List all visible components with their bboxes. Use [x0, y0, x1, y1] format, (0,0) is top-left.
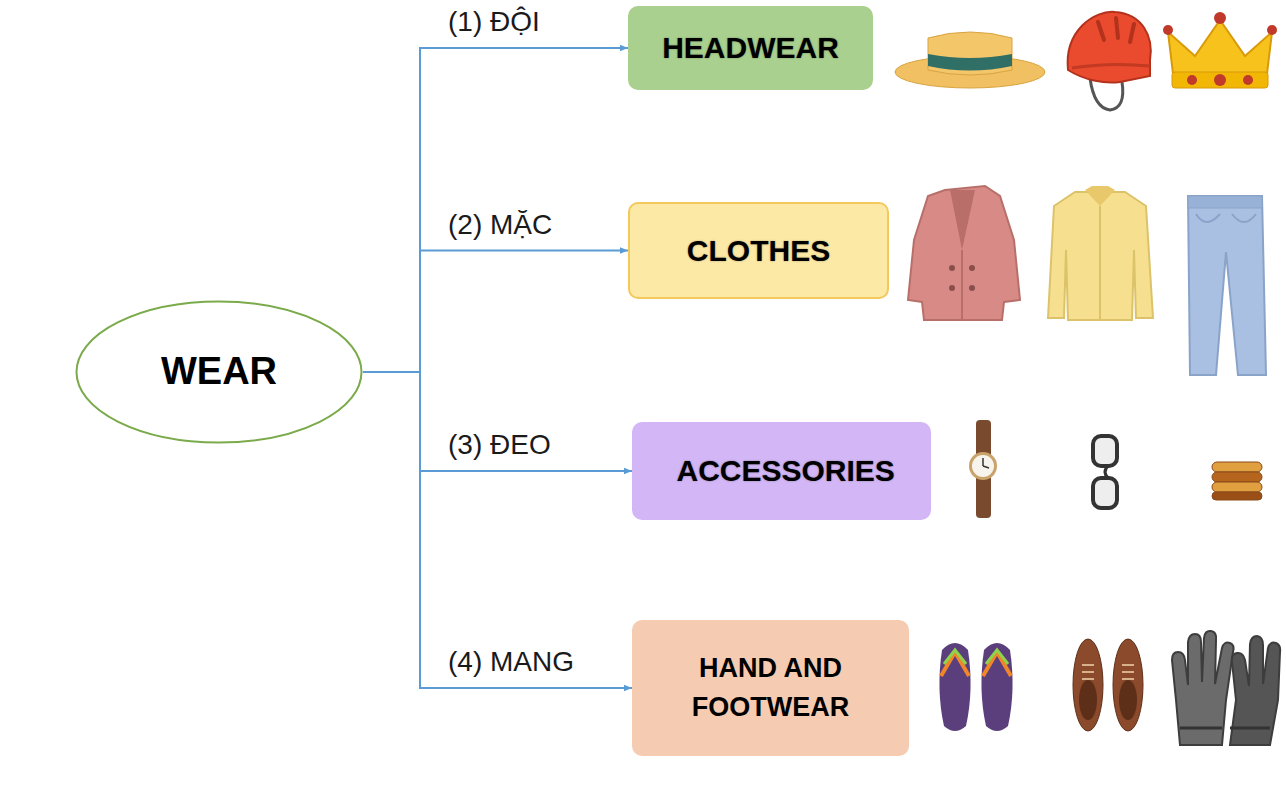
ellipse-shape	[77, 302, 362, 443]
shoes	[1073, 639, 1143, 731]
shoe	[1113, 639, 1143, 731]
crown-gem	[1243, 75, 1253, 85]
glasses-lens	[1093, 436, 1117, 466]
jacket-button	[969, 285, 975, 291]
crown-tip	[1163, 25, 1173, 35]
category-box: HAND AND FOOTWEAR	[632, 620, 909, 756]
root-ellipse: WEAR	[75, 300, 363, 444]
shirt-body	[1048, 192, 1153, 320]
node-label: CLOTHES	[687, 229, 830, 273]
bracelet	[1212, 462, 1262, 500]
jacket-body	[908, 186, 1020, 320]
branch-arrow	[363, 372, 632, 688]
boater-hat	[895, 32, 1045, 88]
shirt-placket	[1099, 206, 1101, 320]
hat-crown	[928, 32, 1012, 75]
bracelet-band	[1212, 472, 1262, 482]
node-label: ACCESSORIES	[677, 449, 887, 493]
glasses	[1093, 436, 1117, 508]
category-box: HEADWEAR	[628, 6, 873, 90]
jeans-body	[1188, 196, 1266, 375]
gloves	[1172, 631, 1280, 745]
watch	[969, 420, 997, 518]
category-box: CLOTHES	[628, 202, 889, 299]
crown-tip	[1267, 25, 1277, 35]
crown-band	[1172, 72, 1268, 88]
bracelet-band	[1212, 462, 1262, 472]
branch-arrow	[363, 48, 628, 372]
glove-cuff	[1180, 727, 1270, 730]
helmet	[1068, 12, 1151, 110]
bracelet-band	[1212, 482, 1262, 492]
shirt	[1048, 186, 1153, 320]
category-box: ACCESSORIES	[632, 422, 931, 520]
jeans	[1188, 196, 1266, 375]
watch-hands	[983, 458, 989, 468]
branch-arrow	[363, 372, 632, 471]
bracelet-band	[1212, 492, 1262, 500]
crown-gem	[1187, 75, 1197, 85]
watch-face	[972, 455, 994, 477]
flip-flop-sole	[981, 643, 1012, 731]
shoe-opening	[1119, 680, 1137, 720]
helmet-shell	[1068, 12, 1151, 83]
crown	[1163, 12, 1277, 88]
crown-tip	[1214, 12, 1226, 24]
helmet-rim	[1072, 64, 1150, 68]
edge-label: (3) ĐEO	[448, 429, 551, 461]
jeans-pocket	[1196, 214, 1256, 222]
hat-band	[928, 54, 1012, 71]
glasses-lens	[1093, 478, 1117, 508]
helmet-vents	[1098, 18, 1134, 42]
jacket	[908, 186, 1020, 320]
glasses-bridge	[1105, 466, 1108, 478]
branch-arrow	[363, 251, 628, 373]
jeans-waistband	[1188, 196, 1262, 208]
shirt-collar	[1085, 186, 1115, 206]
shoe-laces	[1082, 665, 1134, 679]
flip-flop-strap	[944, 650, 1008, 664]
watch-case	[969, 452, 997, 480]
jacket-seam	[961, 250, 963, 320]
jacket-button	[949, 285, 955, 291]
flip-flops	[939, 643, 1012, 731]
shoe-opening	[1079, 680, 1097, 720]
crown-gem	[1214, 74, 1226, 86]
jacket-button	[949, 265, 955, 271]
node-label: HEADWEAR	[662, 26, 839, 70]
flip-flop-sole	[939, 643, 970, 731]
edge-label: (2) MẶC	[448, 209, 552, 241]
edge-label: (4) MANG	[448, 646, 574, 678]
jacket-lapel	[950, 190, 975, 250]
node-label: WEAR	[161, 344, 277, 399]
edge-label: (1) ĐỘI	[448, 6, 540, 38]
jacket-button	[969, 265, 975, 271]
node-label: HAND AND FOOTWEAR	[666, 649, 876, 727]
shoe	[1073, 639, 1103, 731]
